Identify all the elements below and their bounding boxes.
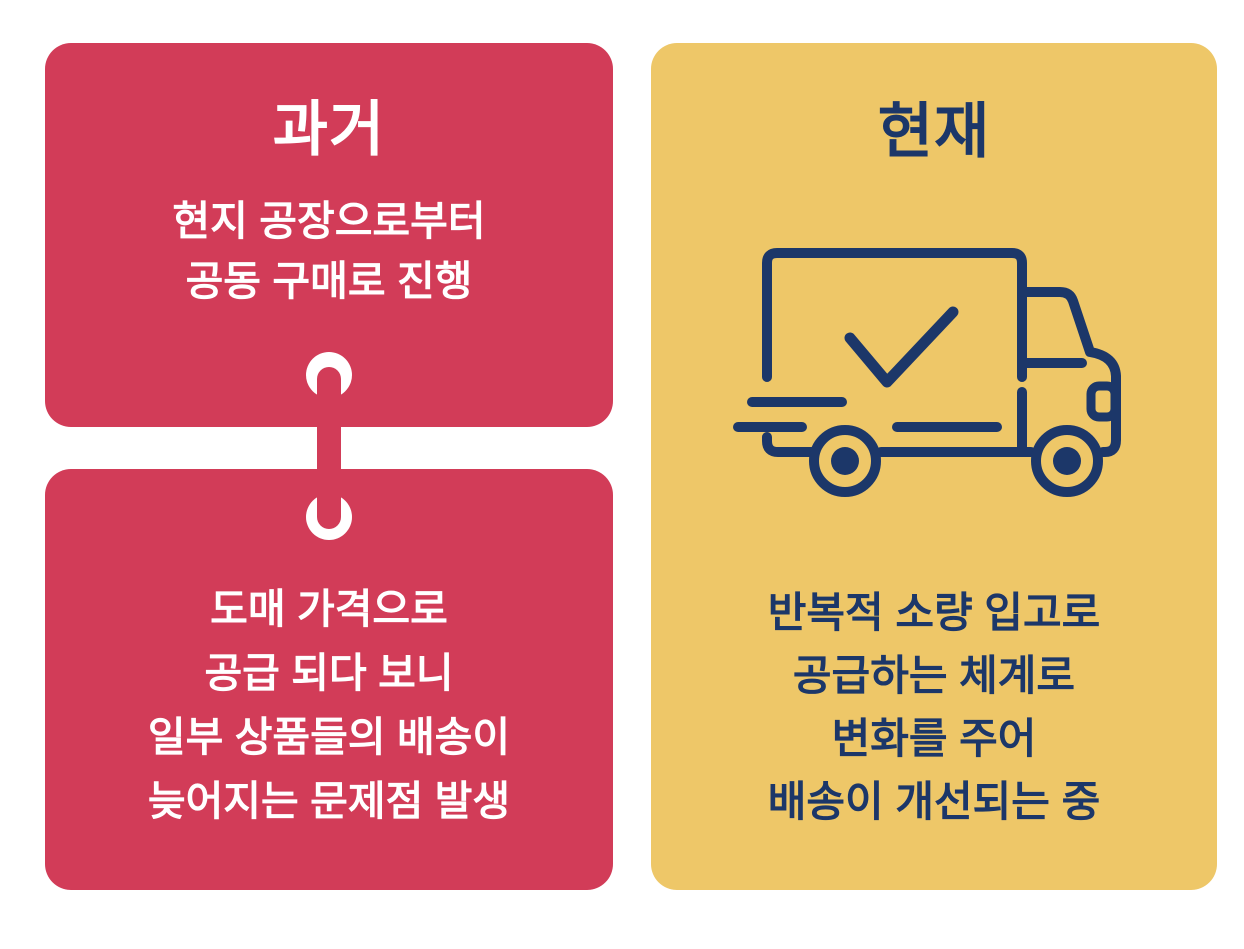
problem-card-line: 일부 상품들의 배송이 xyxy=(147,714,511,760)
present-card-line: 반복적 소량 입고로 xyxy=(767,589,1101,636)
connector-bar xyxy=(317,367,341,529)
past-card-line: 현지 공장으로부터 xyxy=(172,198,486,244)
checkmark xyxy=(844,306,959,388)
cab-outline xyxy=(1017,287,1121,457)
problem-card-line: 공급 되다 보니 xyxy=(204,650,454,696)
present-card-title: 현재 xyxy=(877,98,991,165)
present-card-text: 반복적 소량 입고로 공급하는 체계로 변화를 주어 배송이 개선되는 중 xyxy=(651,581,1217,833)
problem-card-line: 늦어지는 문제점 발생 xyxy=(147,778,511,824)
present-card-line: 배송이 개선되는 중 xyxy=(767,778,1101,825)
cargo-box xyxy=(762,248,1027,382)
problem-card-line: 도매 가격으로 xyxy=(210,586,448,632)
front-wheel-hub xyxy=(1053,447,1081,475)
problem-card-text: 도매 가격으로 공급 되다 보니 일부 상품들의 배송이 늦어지는 문제점 발생 xyxy=(45,577,613,833)
present-card-line: 공급하는 체계로 xyxy=(792,652,1076,699)
delivery-truck-check-icon xyxy=(720,240,1140,510)
headlight xyxy=(1086,381,1120,422)
past-card-text: 현지 공장으로부터 공동 구매로 진행 xyxy=(45,191,613,311)
past-card-title: 과거 xyxy=(272,96,386,163)
present-card: 현재 xyxy=(651,43,1217,890)
rear-wheel-hub xyxy=(831,447,859,475)
present-card-line: 변화를 주어 xyxy=(831,715,1037,762)
cargo-box-left-lower xyxy=(762,432,817,457)
past-card-line: 공동 구매로 진행 xyxy=(185,258,473,304)
